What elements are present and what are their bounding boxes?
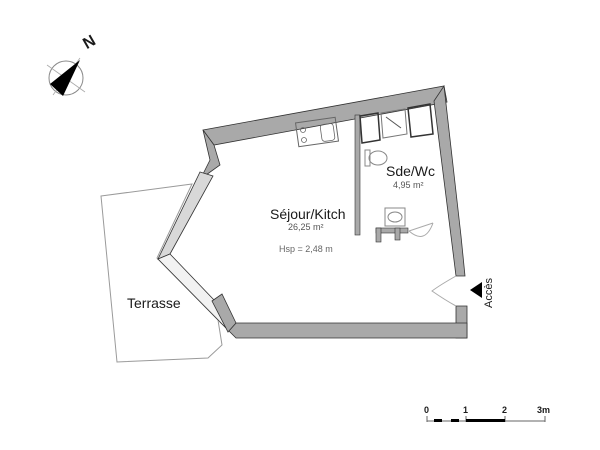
scale-tick-1: 1 — [463, 405, 469, 415]
shower-tray — [380, 108, 408, 139]
compass-rose-icon — [46, 57, 86, 96]
bathroom-sink — [384, 207, 406, 227]
wall-left-lower-solid — [211, 293, 237, 333]
sink-bowl — [387, 211, 403, 223]
terrace-outline — [100, 183, 223, 363]
scale-bar — [426, 416, 546, 422]
scale-tick-0: 0 — [424, 405, 430, 415]
shower-drain-line — [385, 116, 402, 129]
bathroom-door-swing — [408, 222, 434, 237]
hob-burner-2 — [301, 137, 307, 143]
kitchen-sink — [319, 123, 336, 142]
bathroom-wall-stub2 — [394, 227, 401, 241]
scale-tick-3: 3m — [537, 405, 551, 415]
room-name-sde-wc: Sde/Wc — [386, 163, 436, 179]
bathroom-wall-stub — [375, 227, 382, 243]
bathroom-wall-left — [354, 114, 361, 236]
room-name-sejour: Séjour/Kitch — [270, 206, 346, 222]
closet-left — [359, 112, 381, 144]
entrance-arrow-icon — [470, 282, 482, 298]
terrace-label: Terrasse — [127, 295, 181, 311]
toilet-icon — [368, 150, 388, 166]
wall-bottom — [219, 313, 468, 339]
entrance-door-swing — [431, 275, 457, 307]
scale-tick-2: 2 — [502, 405, 508, 415]
closet-right — [407, 103, 434, 138]
entrance-label: Accès — [483, 278, 495, 308]
room-area-sde-wc: 4,95 m² — [393, 180, 424, 190]
hob-burner-1 — [300, 127, 306, 133]
kitchen-counter — [294, 116, 340, 148]
room-ceiling-height: Hsp = 2,48 m — [279, 244, 333, 254]
toilet-tank — [364, 149, 371, 167]
room-area-sejour: 26,25 m² — [288, 222, 324, 232]
wall-right — [433, 84, 466, 277]
